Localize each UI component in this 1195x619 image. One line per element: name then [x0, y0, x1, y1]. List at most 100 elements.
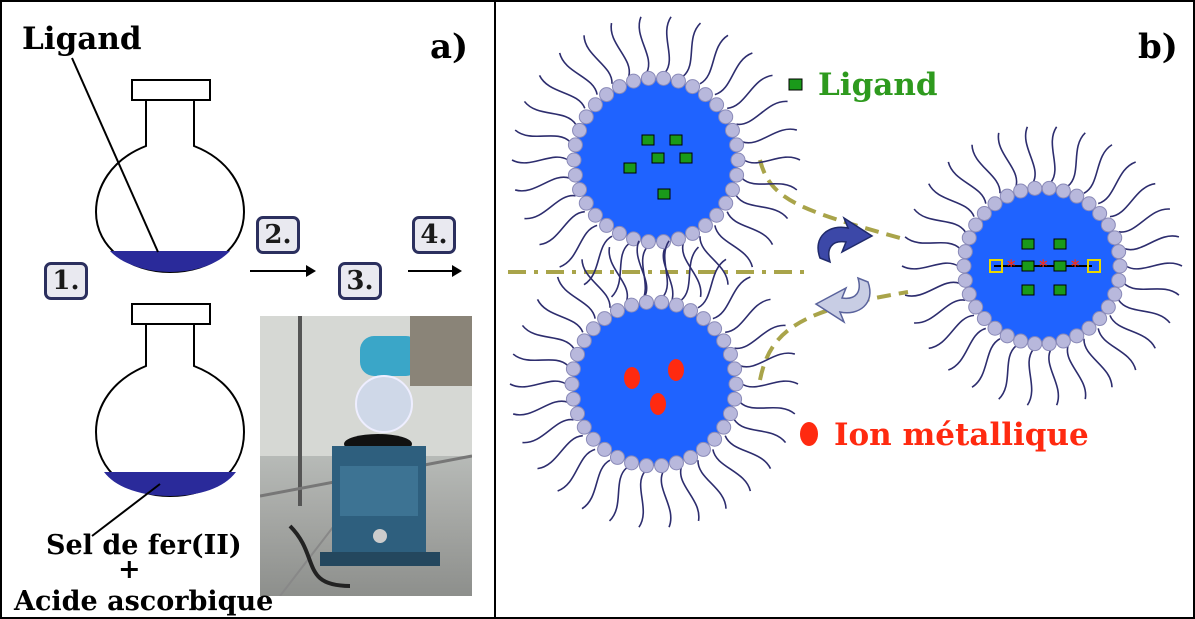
panel-a-label: a)	[430, 27, 469, 67]
ligand-square	[651, 152, 665, 164]
panel-a-ligand-label: Ligand	[22, 21, 142, 57]
surfactant-head	[1092, 311, 1108, 327]
surfactant-head	[609, 449, 625, 465]
surfactant-head	[976, 311, 992, 327]
surfactant-tail	[947, 161, 987, 204]
surfactant-head	[707, 431, 723, 447]
surfactant-head	[695, 311, 711, 327]
surfactant-tail	[538, 74, 586, 109]
surfactant-tail	[608, 246, 629, 301]
surfactant-tail	[741, 380, 799, 388]
surfactant-tail	[1083, 338, 1113, 388]
surfactant-tail	[1118, 208, 1170, 233]
surfactant-tail	[928, 183, 975, 217]
surfactant-tail	[1067, 132, 1086, 187]
surfactant-head	[999, 328, 1015, 344]
surfactant-head	[957, 272, 973, 288]
micelle-core	[572, 302, 736, 466]
surfactant-head	[1107, 230, 1123, 246]
bottom-flask-icon	[94, 303, 246, 498]
step-3-box: 3.	[338, 262, 382, 300]
panel-a-flasks	[71, 57, 246, 537]
surfactant-tail	[521, 324, 575, 349]
surfactant-tail	[735, 195, 789, 220]
surfactant-head	[572, 122, 588, 138]
surfactant-tail	[714, 52, 753, 96]
surfactant-head	[656, 70, 672, 86]
surfactant-head	[685, 79, 701, 95]
surfactant-tail	[638, 471, 646, 528]
surfactant-head	[961, 230, 977, 246]
micelle-ligand	[511, 16, 801, 304]
surfactant-head	[987, 196, 1003, 212]
surfactant-head	[1013, 183, 1029, 199]
surfactant-tail	[712, 276, 751, 320]
surfactant-tail	[1125, 262, 1183, 270]
surfactant-head	[626, 231, 642, 247]
surfactant-tail	[733, 419, 787, 444]
surfactant-head	[565, 361, 581, 377]
surfactant-head	[585, 321, 601, 337]
surfactant-tail	[583, 235, 613, 286]
surfactant-head	[718, 109, 734, 125]
surfactant-head	[611, 79, 627, 95]
surfactant-head	[570, 346, 586, 362]
surfactant-head	[724, 182, 740, 198]
surfactant-tail	[556, 276, 596, 319]
ligand-square	[641, 134, 655, 146]
surfactant-tail	[904, 281, 961, 297]
surfactant-head	[722, 406, 738, 422]
ascorbic-acid-label: Acide ascorbique	[14, 586, 274, 617]
surfactant-head	[567, 167, 583, 183]
surfactant-head	[624, 455, 640, 471]
surfactant-tail	[1118, 299, 1171, 324]
surfactant-tail	[725, 298, 771, 334]
surfactant-head	[718, 195, 734, 211]
micelle-complex: ***	[901, 126, 1183, 406]
surfactant-head	[1027, 336, 1043, 352]
surfactant-head	[683, 449, 699, 465]
ligand-square	[679, 152, 693, 164]
surfactant-tail	[681, 243, 702, 298]
legend-ligand-swatch	[788, 78, 803, 91]
surfactant-head	[976, 205, 992, 221]
surfactant-head	[1100, 217, 1116, 233]
surfactant-tail	[736, 100, 788, 126]
surfactant-tail	[743, 156, 801, 164]
surfactant-head	[1013, 333, 1029, 349]
surfactant-head	[570, 406, 586, 422]
surfactant-tail	[1123, 282, 1180, 296]
thiocyanate-ligand	[989, 259, 1003, 273]
step-1-box: 1.	[44, 262, 88, 300]
photo-vortex-mixer	[260, 316, 472, 596]
surfactant-head	[697, 87, 713, 103]
surfactant-head	[597, 311, 613, 327]
surfactant-tail	[539, 210, 585, 246]
surfactant-head	[1081, 320, 1097, 336]
micelle-metal	[509, 240, 799, 528]
surfactant-head	[727, 361, 743, 377]
surfactant-head	[670, 73, 686, 89]
surfactant-head	[611, 225, 627, 241]
metal-ion	[624, 367, 640, 389]
surfactant-tail	[714, 225, 754, 268]
surfactant-tail	[581, 259, 611, 308]
ligand-square	[623, 162, 637, 174]
surfactant-head	[1100, 299, 1116, 315]
photo-drawing	[260, 316, 472, 596]
surfactant-head	[724, 122, 740, 138]
surfactant-head	[727, 391, 743, 407]
surfactant-tail	[904, 236, 961, 250]
iron-salt-label: Sel de fer(II)	[46, 530, 242, 561]
surfactant-head	[638, 294, 654, 310]
surfactant-head	[576, 333, 592, 349]
thiocyanate-ligand	[1087, 259, 1101, 273]
legend-ion-label: Ion métallique	[834, 417, 1089, 453]
surfactant-head	[716, 333, 732, 349]
surfactant-head	[564, 376, 580, 392]
surfactant-head	[587, 207, 603, 223]
surfactant-tail	[524, 194, 576, 220]
surfactant-head	[626, 73, 642, 89]
surfactant-tail	[998, 345, 1017, 400]
